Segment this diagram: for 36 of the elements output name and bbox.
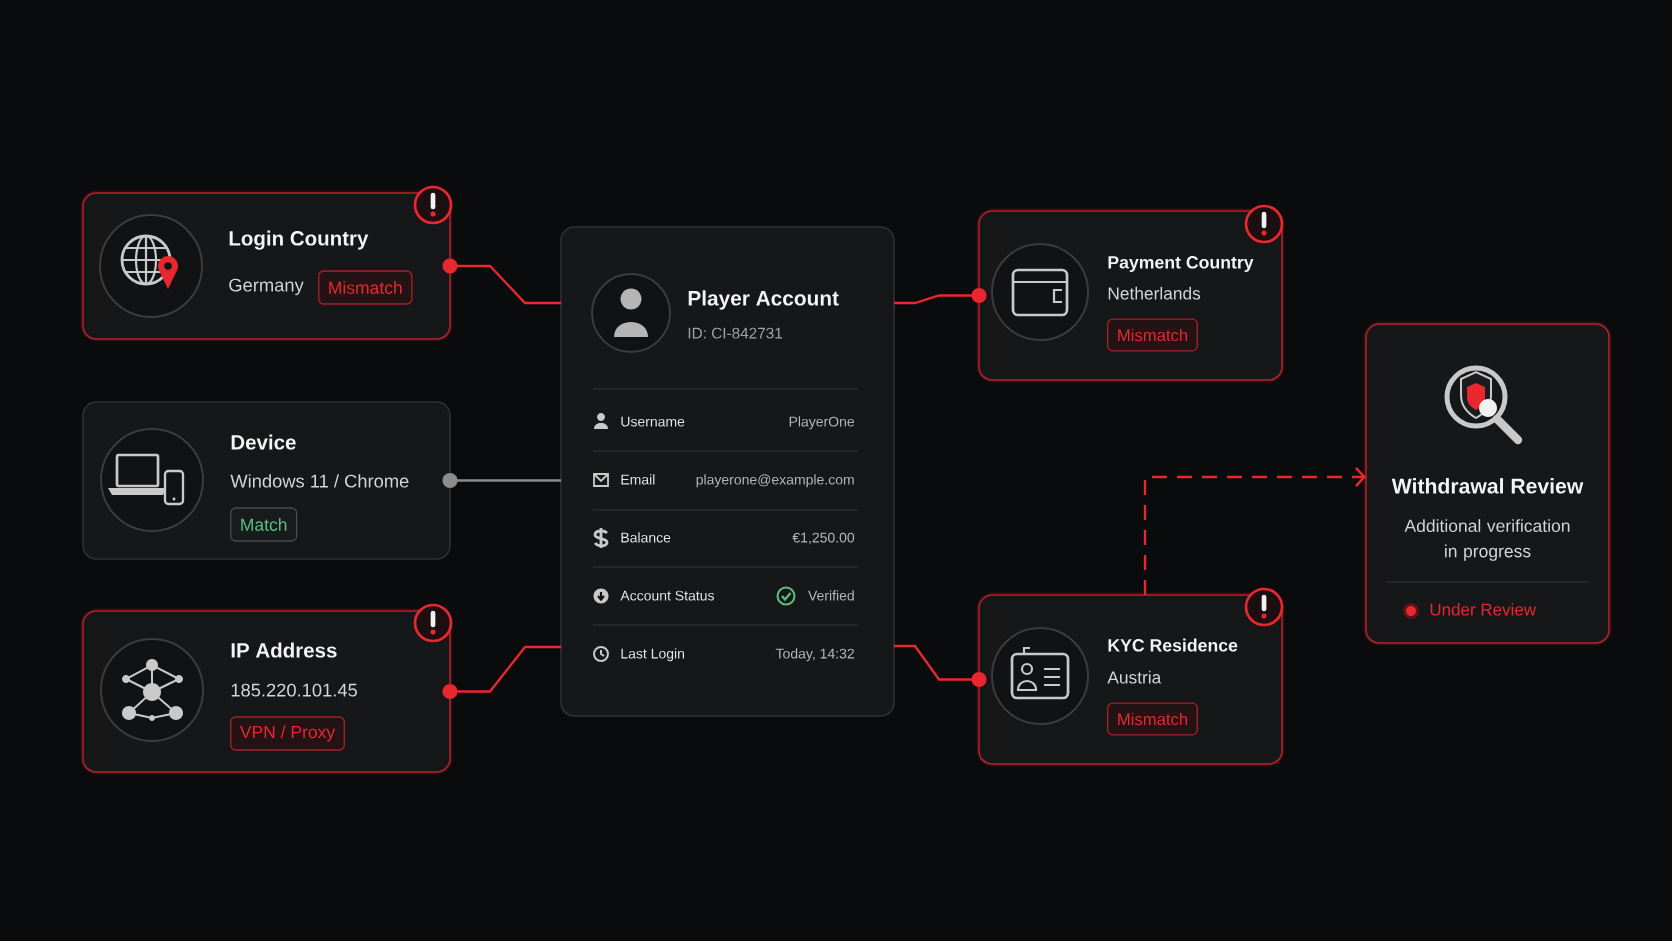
value-text: Germany (229, 278, 304, 296)
description: Additional verification in progress (1404, 519, 1570, 561)
heading: Login Country (229, 230, 369, 250)
connector (442, 473, 561, 488)
heading: Payment Country (1108, 256, 1254, 273)
value-text: Windows 11 / Chrome (230, 474, 409, 488)
connector (894, 644, 987, 687)
field-label: Last Login (621, 648, 684, 662)
status-text: Under Review (1430, 603, 1537, 616)
connector (894, 288, 987, 305)
heading: Device (231, 434, 296, 450)
heading: KYC Residence (1108, 638, 1238, 652)
heading: Withdrawal Review (1391, 478, 1584, 494)
connector (442, 258, 561, 305)
value-text: Netherlands (1108, 286, 1201, 300)
field-value: PlayerOne (789, 416, 855, 430)
id-text: ID: CI-842731 (688, 327, 783, 339)
value-text: 185.220.101.45 (231, 683, 357, 697)
status-badge: Mismatch (1107, 702, 1198, 736)
field-value: Today, 14:32 (775, 648, 854, 662)
field-value: playerone@example.com (696, 474, 854, 488)
arrow (1143, 467, 1366, 595)
heading: IP Address (231, 642, 337, 658)
field-label: Balance (621, 532, 671, 543)
status-badge: VPN / Proxy (230, 716, 345, 751)
heading: Player Account (688, 290, 839, 310)
field-value: €1,250.00 (792, 532, 855, 545)
field-label: Account Status (620, 590, 714, 601)
status-badge: Mismatch (318, 270, 413, 305)
value-text: Austria (1107, 670, 1162, 684)
field-label: Email (621, 474, 655, 485)
connector (442, 645, 561, 699)
status-badge: Mismatch (1107, 318, 1198, 352)
status-badge: Match (230, 507, 298, 542)
field-value: Verified (808, 590, 854, 601)
field-label: Username (621, 416, 685, 427)
